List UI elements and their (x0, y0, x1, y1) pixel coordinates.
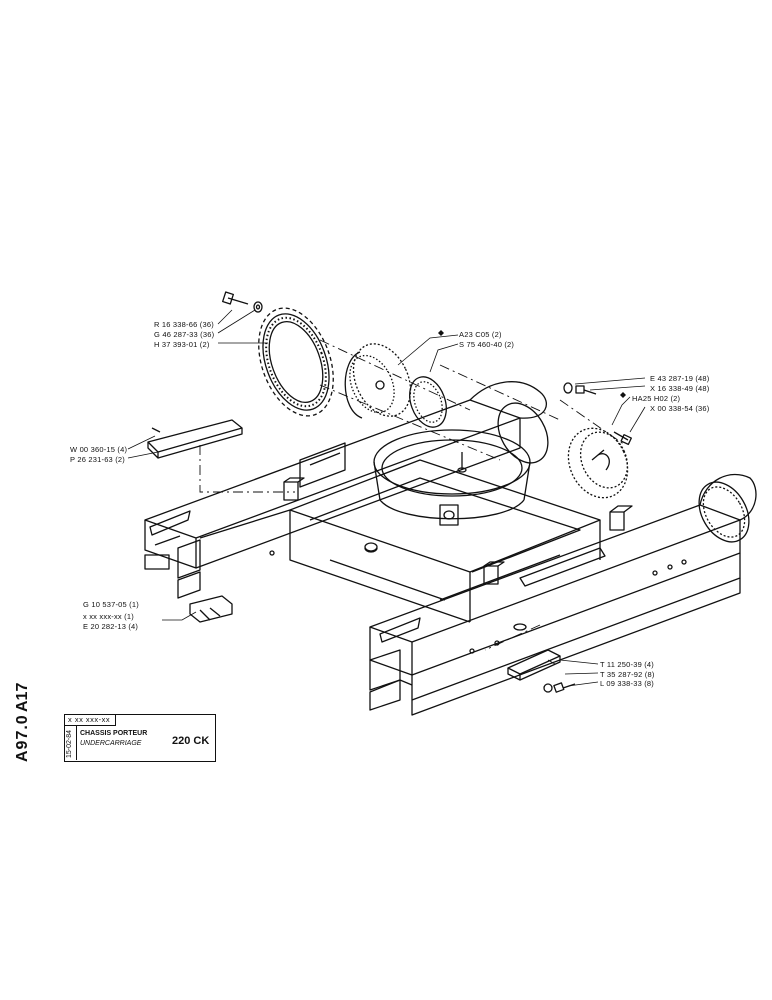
label-g10537-05: G 10 537-05 (1) (83, 600, 139, 609)
model-number: 220 CK (172, 735, 210, 747)
chassis-frame (144, 381, 757, 716)
sheet-ref-b: A97.0 (14, 714, 31, 762)
idler-nut-washer (563, 382, 597, 395)
sprocket-bolt (222, 291, 263, 313)
label-xxxxxxx: x xx xxx-xx (1) (83, 612, 134, 621)
cover-plate (147, 419, 243, 459)
label-a23c05: A23 C05 (2) (459, 330, 502, 339)
label-e20282-13: E 20 282-13 (4) (83, 622, 139, 631)
label-g46287-33: G 46 287-33 (36) (154, 330, 215, 339)
drive-sprocket (258, 307, 334, 417)
label-x16338-49: X 16 338-49 (48) (650, 384, 710, 393)
date-column (64, 726, 77, 760)
label-ha25h02: HA25 H02 (2) (632, 394, 681, 403)
travel-motor (344, 343, 412, 419)
swing-bearing-ring (373, 429, 531, 526)
label-t35287-92: T 35 287-92 (8) (600, 670, 655, 679)
title-date: 15-02-84 (66, 729, 73, 758)
idler-bolt (613, 431, 632, 446)
label-r16338-66: R 16 338-66 (36) (154, 320, 214, 329)
label-p26231-63: P 26 231-63 (2) (70, 455, 125, 464)
label-w00360-15: W 00 360-15 (4) (70, 445, 128, 454)
title-code: x xx xxx-xx (64, 714, 116, 726)
label-s75460-40: S 75 460-40 (2) (459, 340, 515, 349)
title-english: UNDERCARRIAGE (80, 740, 142, 747)
label-h37393-01: H 37 393-01 (2) (154, 340, 210, 349)
sheet-ref-a: A17 (14, 682, 31, 712)
guard-bolt (543, 682, 576, 693)
title-french: CHASSIS PORTEUR (80, 730, 148, 737)
idler-wheel (567, 427, 629, 499)
label-e43287-19: E 43 287-19 (48) (650, 374, 710, 383)
motor-seal-ring (409, 376, 447, 428)
title-block (64, 714, 216, 762)
label-t11250-39: T 11 250-39 (4) (600, 660, 655, 669)
label-l09338-33: L 09 338-33 (8) (600, 679, 655, 688)
step-bracket (189, 595, 233, 623)
guard-plate (507, 649, 561, 681)
label-x00338-54: X 00 338-54 (36) (650, 404, 710, 413)
